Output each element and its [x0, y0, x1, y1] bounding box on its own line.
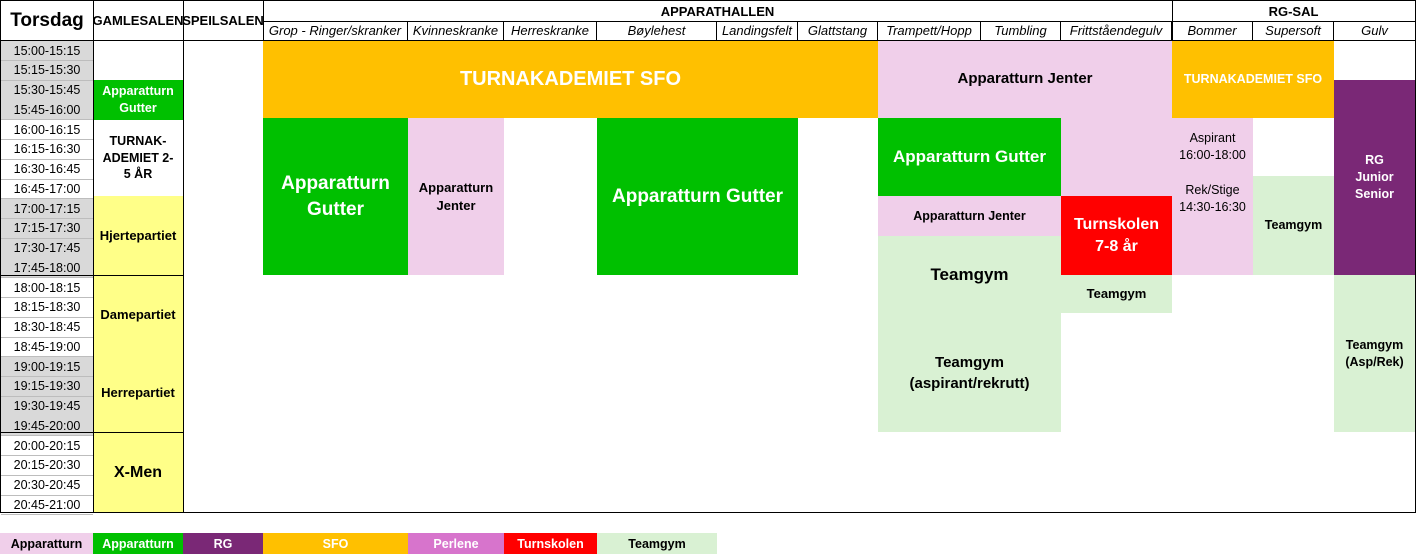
- session-teamgym-aspirant[interactable]: Teamgym (aspirant/rekrutt): [878, 315, 1061, 432]
- session-sfo-apparathallen[interactable]: TURNAKADEMIET SFO: [263, 41, 878, 118]
- grid-time-6pm: [0, 275, 183, 276]
- time-slot: 19:30-19:45: [1, 396, 93, 417]
- col-boylehest: Bøylehest: [597, 21, 717, 40]
- session-herrepartiet[interactable]: Herrepartiet: [93, 353, 183, 433]
- session-turnakademiet-2-5[interactable]: TURNAK-ADEMIET 2-5 ÅR: [102, 133, 174, 182]
- legend-rg: RG: [183, 533, 263, 554]
- time-slot: 17:30-17:45: [1, 238, 93, 259]
- col-grop: Grop - Ringer/skranker: [263, 21, 408, 40]
- time-slot: 15:45-16:00: [1, 100, 93, 121]
- grid-bottom: [0, 512, 1416, 513]
- time-slot: 16:00-16:15: [1, 120, 93, 140]
- legend-apparatturn-jenter: Apparatturn: [0, 533, 93, 554]
- session-gutter-boylehest[interactable]: Apparatturn Gutter: [597, 118, 798, 275]
- col-bommer: Bommer: [1172, 21, 1253, 40]
- session-pink-fill-fritt: [1061, 118, 1172, 196]
- time-slot: 15:15-15:30: [1, 60, 93, 81]
- time-slot: 18:00-18:15: [1, 278, 93, 298]
- legend-teamgym: Teamgym: [597, 533, 717, 554]
- session-jenter-kvinneskranke[interactable]: Apparatturn Jenter: [408, 118, 504, 275]
- time-slot: 19:00-19:15: [1, 357, 93, 377]
- day-title: Torsdag: [10, 9, 84, 31]
- grid-v-speil: [263, 0, 264, 41]
- time-slot: 20:45-21:00: [1, 495, 93, 516]
- time-slot: 16:15-16:30: [1, 140, 93, 160]
- speilsalen-header: SPEILSALEN: [182, 13, 264, 28]
- col-tumbling: Tumbling: [981, 21, 1061, 40]
- session-rekstige[interactable]: Rek/Stige 14:30-16:30: [1172, 176, 1253, 275]
- grid-top: [0, 0, 1416, 1]
- session-damepartiet[interactable]: Damepartiet: [93, 276, 183, 353]
- grid-v-rg: [1172, 0, 1173, 41]
- time-slot: 16:45-17:00: [1, 179, 93, 200]
- legend-apparatturn-gutter: Apparatturn: [93, 533, 183, 554]
- session-teamgym-frittstaende[interactable]: Teamgym: [1061, 275, 1172, 313]
- time-slot: 20:00-20:15: [1, 436, 93, 456]
- time-slot: 19:15-19:30: [1, 376, 93, 397]
- col-frittstaende: Frittståendegulv: [1061, 21, 1172, 40]
- col-glattstang: Glattstang: [798, 21, 878, 40]
- session-rg-junior-senior[interactable]: RG Junior Senior: [1334, 80, 1415, 275]
- session-turnskolen[interactable]: Turnskolen 7-8 år: [1061, 196, 1172, 275]
- time-slot: 20:15-20:30: [1, 456, 93, 476]
- session-teamgym-gulv[interactable]: Teamgym (Asp/Rek): [1334, 275, 1415, 432]
- session-gutter-trampett[interactable]: Apparatturn Gutter: [878, 118, 1061, 196]
- col-kvinneskranke: Kvinneskranke: [408, 21, 504, 40]
- time-slot: 15:30-15:45: [1, 80, 93, 101]
- col-trampett: Trampett/Hopp: [878, 21, 981, 40]
- col-herreskranke: Herreskranke: [504, 21, 597, 40]
- session-gutter-gamlesalen[interactable]: Apparatturn Gutter: [93, 80, 183, 120]
- time-slot: 19:45-20:00: [1, 416, 93, 437]
- gamlesalen-header: GAMLESALEN: [92, 13, 184, 28]
- session-aspirant[interactable]: Aspirant 16:00-18:00: [1172, 118, 1253, 176]
- legend-sfo: SFO: [263, 533, 408, 554]
- time-slot: 18:15-18:30: [1, 298, 93, 318]
- col-landingsfelt: Landingsfelt: [717, 21, 798, 40]
- session-gutter-grop[interactable]: Apparatturn Gutter: [263, 118, 408, 275]
- rgsal-header: RG-SAL: [1268, 3, 1319, 19]
- session-xmen[interactable]: X-Men: [93, 433, 183, 512]
- time-slot: 18:45-19:00: [1, 337, 93, 358]
- grid-v-time: [93, 0, 94, 513]
- session-jenter-top[interactable]: Apparatturn Jenter: [878, 41, 1172, 118]
- session-teamgym-supersoft[interactable]: Teamgym: [1253, 176, 1334, 275]
- time-slot: 17:15-17:30: [1, 218, 93, 239]
- apparathallen-header: APPARATHALLEN: [660, 3, 775, 19]
- time-slot: 15:00-15:15: [1, 41, 93, 61]
- grid-sub-top: [263, 21, 1416, 22]
- session-teamgym-trampett[interactable]: Teamgym: [878, 236, 1061, 315]
- grid-v-gamle: [183, 0, 184, 513]
- col-supersoft: Supersoft: [1253, 21, 1334, 40]
- legend-turnskolen: Turnskolen: [504, 533, 597, 554]
- time-slot: 17:00-17:15: [1, 199, 93, 219]
- grid-left: [0, 0, 1, 513]
- session-sfo-rgsal[interactable]: TURNAKADEMIET SFO: [1172, 41, 1334, 118]
- time-slot: 20:30-20:45: [1, 476, 93, 496]
- time-slot: 17:45-18:00: [1, 258, 93, 279]
- session-hjertepartiet[interactable]: Hjertepartiet: [93, 196, 183, 276]
- time-slot: 16:30-16:45: [1, 160, 93, 180]
- col-gulv: Gulv: [1361, 23, 1388, 38]
- time-slot: 18:30-18:45: [1, 318, 93, 338]
- grid-header-bottom: [0, 40, 1416, 41]
- legend-perlene: Perlene: [408, 533, 504, 554]
- grid-time-8pm: [0, 432, 183, 433]
- session-jenter-trampett[interactable]: Apparatturn Jenter: [878, 196, 1061, 236]
